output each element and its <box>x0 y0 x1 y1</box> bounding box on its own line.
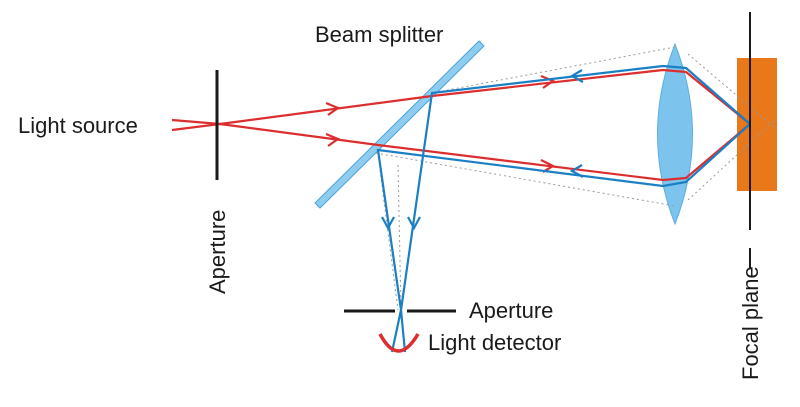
sample-block <box>737 58 777 191</box>
defocus-rays <box>375 46 776 311</box>
light-detector <box>378 333 420 353</box>
beam-splitter <box>314 40 485 209</box>
label-aperture-bottom: Aperture <box>469 298 553 323</box>
illumination-beam <box>171 68 751 182</box>
label-light-detector: Light detector <box>428 330 561 355</box>
label-light-source: Light source <box>18 113 138 138</box>
label-aperture-left: Aperture <box>205 210 230 294</box>
return-beam <box>376 64 751 353</box>
label-beam-splitter: Beam splitter <box>315 22 443 47</box>
label-focal-plane: Focal plane <box>738 266 763 380</box>
